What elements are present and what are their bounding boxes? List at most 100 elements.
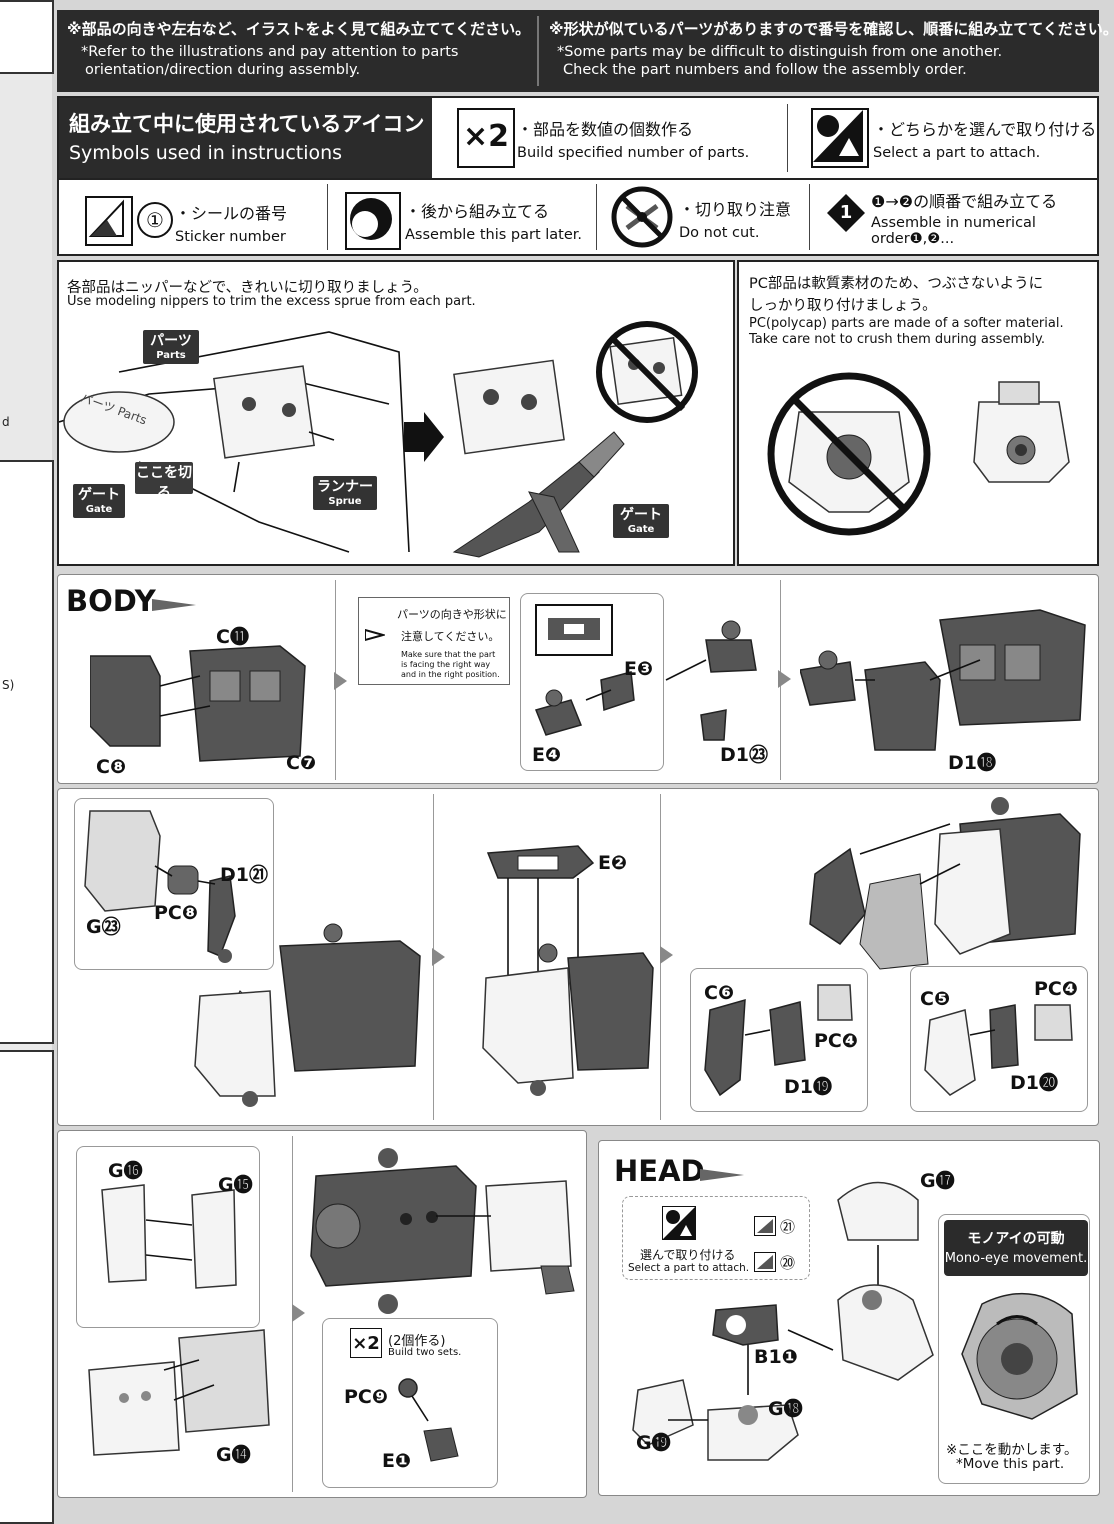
gate-label-2: ゲート Gate bbox=[613, 504, 669, 538]
pc-jp-2: しっかり取り付けましょう。 bbox=[749, 298, 937, 314]
mono-eye-title: モノアイの可動 Mono-eye movement. bbox=[944, 1220, 1088, 1276]
sprue-label: ランナー Sprue bbox=[313, 476, 377, 510]
symbols-title-jp: 組み立て中に使用されているアイコン bbox=[69, 112, 425, 136]
note-jp-1: パーツの向きや形状に bbox=[397, 608, 507, 621]
later-jp: ・後から組み立てる bbox=[405, 202, 550, 221]
part-label: G⓱ bbox=[920, 1170, 955, 1192]
part-label: C❺ bbox=[920, 988, 951, 1010]
polycap-instructions: PC部品は軟質素材のため、つぶさないように しっかり取り付けましょう。 PC(p… bbox=[737, 260, 1099, 566]
part-label: E❷ bbox=[598, 852, 628, 874]
do-not-cut-icon bbox=[611, 186, 673, 248]
nipper-jp: 各部品はニッパーなどで、きれいに切り取りましょう。 bbox=[67, 280, 428, 296]
body-step5-illustration bbox=[482, 845, 654, 1096]
sticker-icon bbox=[754, 1216, 776, 1236]
head-select-jp: 選んで取り付ける bbox=[640, 1248, 736, 1262]
order-num: 1 bbox=[839, 202, 853, 223]
cut-here-jp: ここを切る bbox=[136, 465, 192, 501]
mono-eye-illustration bbox=[961, 1292, 1078, 1420]
part-label: G㉓ bbox=[86, 916, 121, 938]
body-step7-illustration bbox=[88, 1184, 270, 1456]
build-jp: ・部品を数値の個数作る bbox=[517, 120, 694, 139]
header-left-en-1: *Refer to the illustrations and pay atte… bbox=[81, 44, 459, 60]
build-count: ×2 bbox=[462, 119, 509, 154]
part-label: D1⓴ bbox=[1010, 1072, 1058, 1094]
mono-eye-jp: モノアイの可動 bbox=[967, 1231, 1065, 1247]
step8-sub-box bbox=[322, 1318, 498, 1488]
select-part-box bbox=[622, 1196, 810, 1280]
head-section-title: HEAD bbox=[614, 1154, 705, 1188]
note-en-3: and in the right position. bbox=[401, 670, 500, 679]
nocut-jp: ・切り取り注意 bbox=[679, 200, 792, 219]
part-label: PC❹ bbox=[814, 1030, 858, 1052]
select-en: Select a part to attach. bbox=[873, 145, 1041, 161]
gate-label-en: Gate bbox=[85, 504, 113, 515]
sprue-label-en: Sprue bbox=[328, 496, 362, 507]
part-label: PC❽ bbox=[154, 902, 198, 924]
part-label: G⓮ bbox=[216, 1444, 251, 1466]
part-label: C❼ bbox=[286, 752, 317, 774]
edge-box bbox=[0, 0, 54, 74]
nipper-en: Use modeling nippers to trim the excess … bbox=[67, 294, 476, 309]
part-label: D1㉓ bbox=[720, 744, 768, 766]
gate-label-jp: ゲート bbox=[620, 507, 662, 523]
cut-here-label: ここを切る Cut here bbox=[135, 462, 193, 513]
edge-box bbox=[0, 460, 54, 1044]
part-label: C⓫ bbox=[216, 626, 249, 648]
build-count-icon: ×2 bbox=[350, 1328, 382, 1358]
build-count-icon: ×2 bbox=[457, 108, 515, 168]
edge-text: d bbox=[2, 415, 10, 429]
edge-box bbox=[0, 1050, 54, 1524]
part-label: G⓯ bbox=[218, 1174, 253, 1196]
order-en-1: Assemble in numerical bbox=[871, 215, 1036, 231]
note-en-1: Make sure that the part bbox=[401, 650, 496, 659]
part-label: PC❹ bbox=[1034, 978, 1078, 1000]
part-label: E❹ bbox=[532, 744, 562, 766]
gate-label: ゲート Gate bbox=[73, 484, 125, 518]
body-step8-illustration bbox=[310, 1148, 575, 1314]
header-right-en-1: *Some parts may be difficult to distingu… bbox=[557, 44, 1003, 60]
part-label: G⓳ bbox=[636, 1432, 671, 1454]
sticker-icon bbox=[85, 196, 133, 246]
parts-label-jp: パーツ bbox=[150, 333, 192, 349]
body-step2-illustration bbox=[534, 604, 757, 741]
part-label: D1⓳ bbox=[784, 1076, 832, 1098]
note-en-2: is facing the right way bbox=[401, 660, 491, 669]
orientation-note: パーツの向きや形状に 注意してください。 Make sure that the … bbox=[358, 597, 510, 685]
sprue-label-jp: ランナー bbox=[317, 479, 373, 495]
cut-here-en: Cut here bbox=[139, 502, 189, 513]
head-illustration bbox=[632, 1181, 934, 1461]
note-en: Make sure that the part is facing the ri… bbox=[401, 650, 509, 680]
select-jp: ・どちらかを選んで取り付ける bbox=[873, 120, 1097, 139]
sticker-number-icon: ① bbox=[137, 202, 173, 238]
part-label: D1⓲ bbox=[948, 752, 996, 774]
previous-page-edge: d S) bbox=[0, 0, 54, 1524]
sticker-number: ㉑ bbox=[780, 1218, 796, 1236]
sticker-en: Sticker number bbox=[175, 229, 286, 245]
part-label: C❽ bbox=[96, 756, 127, 778]
polycap-illustration bbox=[767, 372, 1070, 536]
order-diamond-icon: 1 bbox=[827, 194, 865, 232]
sticker-icon bbox=[754, 1252, 776, 1272]
parts-label-en: Parts bbox=[156, 350, 186, 361]
mono-eye-en: Mono-eye movement. bbox=[944, 1251, 1088, 1266]
header-right-jp: ※形状が似ているパーツがありますので番号を確認し、順番に組み立ててください。 bbox=[549, 20, 1114, 38]
order-en-2: order❶,❷... bbox=[871, 231, 955, 247]
symbols-title-en: Symbols used in instructions bbox=[69, 142, 343, 164]
head-select-en: Select a part to attach. bbox=[628, 1262, 750, 1274]
pc-en-2: Take care not to crush them during assem… bbox=[749, 332, 1045, 347]
gate-label-en: Gate bbox=[627, 524, 655, 535]
part-label: E❸ bbox=[624, 658, 654, 680]
body-section-title: BODY bbox=[66, 584, 156, 618]
note-jp-2: 注意してください。 bbox=[401, 630, 500, 643]
symbols-legend: 組み立て中に使用されているアイコン Symbols used in instru… bbox=[57, 96, 1099, 256]
header-right-en-2: Check the part numbers and follow the as… bbox=[563, 62, 967, 78]
pc-jp-1: PC部品は軟質素材のため、つぶさないように bbox=[749, 276, 1044, 292]
sticker-number: ⑳ bbox=[780, 1254, 796, 1272]
header-left-en-2: orientation/direction during assembly. bbox=[85, 62, 361, 78]
part-label: PC❾ bbox=[344, 1386, 388, 1408]
body-step6-illustration bbox=[809, 797, 1081, 970]
part-label: E❶ bbox=[382, 1450, 412, 1472]
pc-cap-illustration bbox=[398, 1378, 459, 1462]
parts-label: パーツ Parts bbox=[143, 330, 199, 364]
order-jp: ❶→❷の順番で組み立てる bbox=[871, 192, 1058, 211]
